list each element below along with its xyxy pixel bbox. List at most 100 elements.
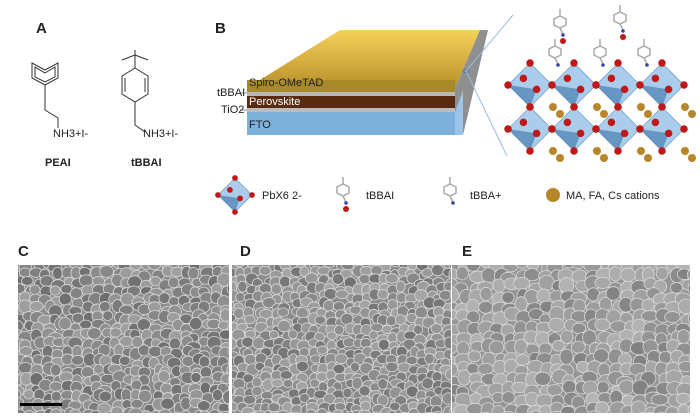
halide-atom [215,192,221,198]
tbba-cation-molecule [593,39,607,67]
pbx6-octahedron [592,59,644,111]
pbx6-octahedron [592,103,644,155]
halide-atom [232,175,238,181]
tbba-cation-molecule [637,39,651,67]
peai-formula: NH3+I- [53,128,89,140]
halide-atom [576,129,585,138]
sem-image-c [18,265,229,413]
perovskite-crystal-structure [504,5,696,162]
halide-atom [532,129,541,138]
halide-atom [607,74,616,83]
sem-grain-texture [232,265,451,413]
halide-atom [658,59,666,67]
layer-perovskite-label: Perovskite [249,96,301,108]
cation [600,154,608,162]
device-stack [240,14,514,157]
halide-atom [651,118,660,127]
panel-label-d: D [240,243,251,260]
tio2-layer [247,108,455,112]
tbba-cation-molecule [548,39,562,67]
legend-octahedron-icon [215,175,255,215]
halide-atom [563,118,572,127]
tbbai-layer [247,92,455,96]
halide-atom [519,118,528,127]
halide-atom [526,59,534,67]
halide-atom [592,125,600,133]
halide-atom [504,81,512,89]
halide-atom [614,103,622,111]
cation [556,110,564,118]
cation [593,147,601,155]
halide-atom [614,59,622,67]
halide-atom [548,125,556,133]
pbx6-octahedron [548,103,600,155]
cation [637,147,645,155]
panel-label-e: E [462,243,473,260]
pbx6-octahedron [504,103,556,155]
cation [644,154,652,162]
cation [681,147,689,155]
halide-atom [658,103,666,111]
pbx6-octahedron [636,103,688,155]
cation [637,103,645,111]
halide-atom [570,59,578,67]
cation [593,103,601,111]
sem-grain-texture [452,265,690,413]
halide-atom [664,129,673,138]
halide-atom [651,74,660,83]
halide-atom [620,129,629,138]
sem-image-d [232,265,451,413]
sem-grain-texture [18,265,229,413]
layer-spiro-label: Spiro-OMeTAD [249,77,324,89]
halide-atom [232,209,238,215]
legend-cations-label: MA, FA, Cs cations [566,190,660,202]
cation [549,103,557,111]
halide-atom [548,81,556,89]
cation [556,154,564,162]
halide-atom [504,125,512,133]
halide-atom [526,147,534,155]
halide-atom [658,147,666,155]
cation [600,110,608,118]
cation [644,110,652,118]
legend-tbbai-icon [336,177,350,212]
legend-tbbai-label: tBBAI [366,190,395,202]
fto-layer [247,112,455,135]
cation [681,103,689,111]
panel-label-a: A [36,20,47,37]
peai-name: PEAI [45,157,71,169]
halide-atom [249,192,255,198]
halide-atom [636,125,644,133]
halide-atom [614,147,622,155]
tbbai-name: tBBAI [131,157,162,169]
spiro-top-face [247,30,480,88]
cation [549,147,557,155]
panel-label-b: B [215,20,226,37]
legend-icons [215,175,560,215]
halide-atom [563,74,572,83]
sem-image-e [452,265,690,413]
halide-atom [636,81,644,89]
halide-atom [519,74,528,83]
halide-atom [680,125,688,133]
halide-atom [664,85,673,94]
tbbai-structure [121,50,149,133]
pbx6-octahedron [636,59,688,111]
layer-fto-label: FTO [249,119,271,131]
halide-atom [526,103,534,111]
panel-label-c: C [18,243,29,260]
halide-atom [227,187,233,193]
halide-atom [570,147,578,155]
spiro-layer [247,80,455,92]
cation [688,154,696,162]
halide-atom [576,85,585,94]
halide-atom [680,81,688,89]
halide-atom [592,81,600,89]
halide-atom [237,195,243,202]
peai-structure [31,62,59,128]
halide-atom [620,85,629,94]
halide-atom [607,118,616,127]
pbx6-octahedron [504,59,556,111]
